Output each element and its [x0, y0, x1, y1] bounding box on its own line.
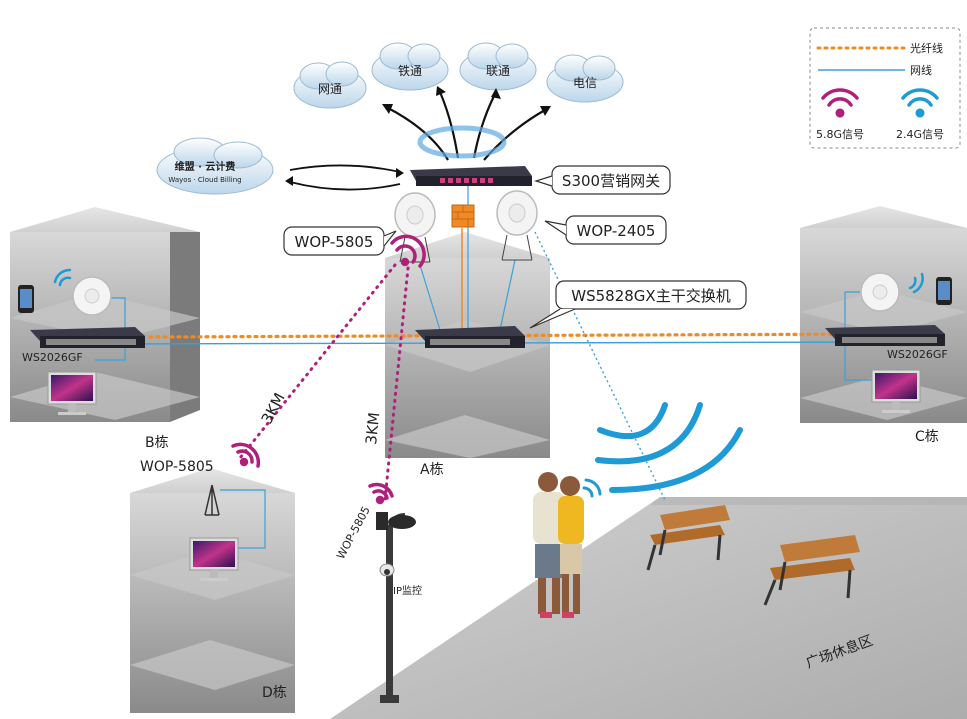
- cloud-billing: 维盟 · 云计费 Wayos · Cloud Billing: [156, 137, 274, 195]
- wifi-24-icon-people: [582, 478, 602, 498]
- arrowhead-to-billing: [285, 176, 293, 186]
- isp-cloud-1: 网通: [293, 61, 367, 109]
- wifi-58-icon-a: [390, 234, 426, 268]
- firewall-icon: [451, 204, 475, 228]
- cable-c-internal: [844, 291, 875, 381]
- isp-label-1: 网通: [318, 82, 342, 96]
- isp-label-3: 联通: [486, 64, 510, 78]
- building-b-label: B栋: [145, 434, 169, 451]
- cloud-billing-title: 维盟 · 云计费: [175, 160, 236, 173]
- legend-fiber-label: 光纤线: [910, 41, 943, 55]
- cable-d-internal: [220, 489, 266, 549]
- distance-a-pole-label: 3KM: [362, 411, 383, 445]
- cable-b-internal: [95, 297, 126, 361]
- isp-cloud-3: 联通: [459, 42, 537, 91]
- legend-cable-label: 网线: [910, 63, 932, 77]
- wifi-link-a-d: [238, 263, 397, 460]
- lamp-pole: [376, 512, 416, 703]
- building-a-label: A栋: [420, 461, 444, 478]
- monitor-icon-d: [189, 537, 239, 581]
- billing-gateway-arrows: [289, 164, 401, 191]
- core-switch-a: [415, 326, 525, 348]
- callout-ap-58-label: WOP-5805: [295, 233, 374, 251]
- callout-gateway-label: S300营销网关: [562, 172, 660, 190]
- ip-camera-icon: [379, 563, 395, 577]
- isp-cloud-4: 电信: [546, 54, 624, 103]
- wifi-58-icon-pole: [368, 482, 394, 505]
- legend-wifi-58-label: 5.8G信号: [816, 128, 864, 141]
- building-d: [130, 468, 295, 713]
- ceiling-ap-b: [72, 276, 112, 316]
- callout-ap-24: WOP-2405: [544, 215, 667, 245]
- isp-label-2: 铁通: [398, 64, 422, 78]
- bench-1: [646, 505, 730, 571]
- legend-wifi-24-label: 2.4G信号: [896, 128, 944, 141]
- gateway-device: [410, 166, 532, 186]
- switch-c: [825, 325, 945, 346]
- plaza-ground: [330, 497, 967, 719]
- ip-camera-label: IP监控: [393, 584, 422, 597]
- pole-ap-label: WOP-5805: [334, 504, 373, 561]
- ceiling-ap-c: [860, 272, 900, 312]
- uplink-ring: [417, 125, 507, 159]
- antenna-icon-d: [204, 484, 220, 516]
- phone-icon-b: [18, 285, 34, 313]
- switch-c-label: WS2026GF: [887, 348, 948, 361]
- plaza-ground-edge: [650, 497, 967, 505]
- legend-wifi-58-icon: [821, 88, 859, 118]
- distance-a-d-label: 3KM: [258, 390, 289, 427]
- callout-gateway: S300营销网关: [533, 165, 671, 195]
- monitor-icon-c: [871, 369, 921, 413]
- legend: 光纤线 网线 5.8G信号 2.4G信号: [809, 27, 961, 149]
- uplink-arrowheads: [382, 86, 551, 116]
- building-d-label: D栋: [262, 684, 287, 701]
- ap-2405-a: [496, 190, 538, 261]
- wifi-24-plaza-arcs: [595, 402, 743, 493]
- legend-wifi-24-icon: [901, 88, 939, 118]
- d-ap-label: WOP-5805: [140, 459, 214, 475]
- switch-b: [30, 327, 145, 348]
- wifi-24-icon-c: [908, 272, 924, 294]
- wifi-58-icon-d: [231, 442, 261, 468]
- isp-label-4: 电信: [573, 76, 597, 90]
- isp-clouds: 网通 铁通 联通 电信: [293, 42, 624, 109]
- callout-ap-24-label: WOP-2405: [577, 222, 656, 240]
- arrowhead-to-gateway: [396, 168, 404, 178]
- people-figure: [533, 472, 584, 618]
- phone-icon-c: [936, 277, 952, 305]
- cloud-billing-subtitle: Wayos · Cloud Billing: [168, 176, 241, 184]
- building-c-label: C栋: [915, 428, 939, 445]
- isp-cloud-2: 铁通: [371, 42, 449, 91]
- callout-core-switch: WS5828GX主干交换机: [529, 280, 747, 329]
- bench-2: [763, 535, 860, 606]
- building-b: [10, 207, 200, 422]
- wifi-24-icon-b: [53, 268, 72, 287]
- switch-b-label: WS2026GF: [22, 351, 83, 364]
- callout-ap-58: WOP-5805: [283, 226, 397, 256]
- callout-core-switch-label: WS5828GX主干交换机: [571, 287, 730, 305]
- monitor-icon-b: [47, 371, 97, 415]
